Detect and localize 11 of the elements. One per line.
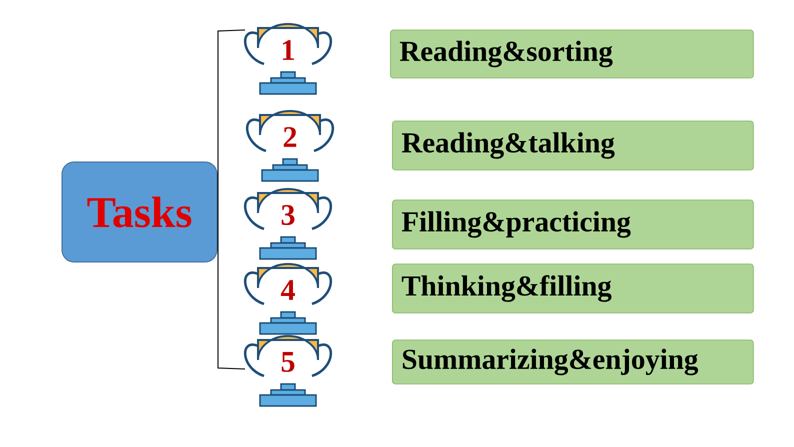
task-box: Tasks — [62, 162, 218, 262]
trophy-number: 3 — [282, 204, 294, 226]
trophy-number: 2 — [284, 127, 296, 147]
trophy-number: 1 — [282, 40, 294, 60]
trophy-number: 4 — [280, 280, 295, 300]
task-bar: Reading&sorting — [390, 30, 754, 78]
task-bar: Reading&talking — [392, 120, 754, 170]
task-bar: Filling&practicing — [392, 200, 754, 250]
task-bar: Summarizing&enjoying — [392, 340, 754, 384]
trophy-number: 5 — [282, 352, 294, 372]
task-bar: Thinking&filling — [392, 264, 754, 314]
